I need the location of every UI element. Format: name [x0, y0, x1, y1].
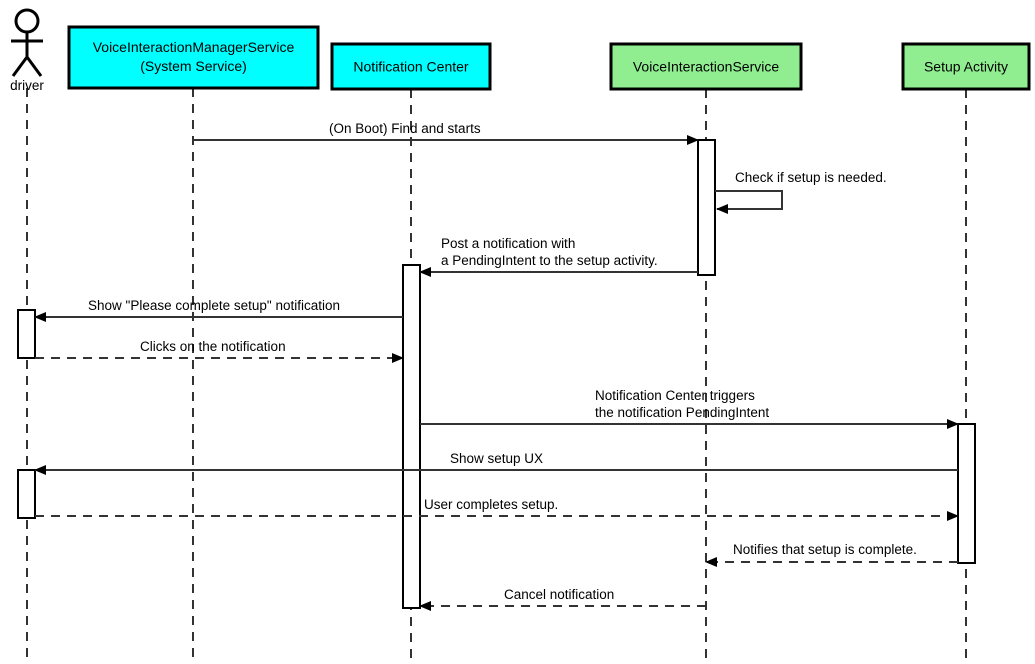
message-label: (On Boot) Find and starts	[329, 121, 481, 136]
activation-bar-driver	[17, 469, 36, 519]
message-1: (On Boot) Find and starts	[193, 121, 699, 145]
activation-bar-driver	[17, 309, 36, 359]
message-label: a PendingIntent to the setup activity.	[441, 253, 658, 268]
self-message-line	[715, 190, 783, 214]
message-label: Post a notification with	[441, 236, 575, 251]
actor-right-leg-icon	[25, 56, 43, 77]
participant-box-vis[interactable]: VoiceInteractionService	[609, 42, 803, 91]
message-5: Clicks on the notification	[35, 339, 404, 363]
participant-label: Notification Center	[353, 59, 469, 75]
actor-head-icon	[14, 8, 40, 34]
actor-driver-figure: driver	[10, 8, 44, 93]
message-3: Post a notification with a PendingIntent …	[419, 236, 698, 277]
message-8: User completes setup.	[35, 497, 959, 521]
participant-box-setup_activity[interactable]: Setup Activity	[901, 42, 1031, 91]
message-label: the notification PendingIntent	[595, 405, 769, 420]
activation-bar-setup_activity	[957, 423, 976, 564]
message-9: Notifies that setup is complete.	[705, 542, 958, 567]
message-label: Show "Please complete setup" notificatio…	[88, 298, 340, 313]
message-label: Notification Center triggers	[595, 388, 755, 403]
participant-label-line1: VoiceInteractionManagerService	[93, 39, 295, 55]
message-label: User completes setup.	[424, 497, 558, 512]
activation-bars-group	[17, 139, 976, 609]
lifelines-group	[26, 88, 967, 664]
message-6: Notification Center triggers the notifica…	[420, 388, 959, 429]
message-2: Check if setup is needed.	[715, 170, 887, 214]
message-4: Show "Please complete setup" notificatio…	[34, 298, 403, 322]
participant-boxes-group: VoiceInteractionManagerService (System Se…	[67, 25, 1031, 91]
message-label: Clicks on the notification	[140, 339, 286, 354]
message-label: Show setup UX	[450, 451, 543, 466]
participant-box-vims[interactable]: VoiceInteractionManagerService (System Se…	[67, 25, 320, 90]
participant-label-line2: (System Service)	[140, 58, 247, 74]
participant-label: VoiceInteractionService	[633, 59, 780, 75]
message-label: Check if setup is needed.	[735, 170, 887, 185]
message-label: Cancel notification	[504, 587, 614, 602]
activation-bar-notification_center	[402, 264, 421, 609]
actor-left-leg-icon	[11, 56, 29, 77]
message-10: Cancel notification	[419, 587, 706, 611]
message-7: Show setup UX	[34, 451, 958, 475]
actor-label-driver: driver	[10, 78, 44, 93]
message-label: Notifies that setup is complete.	[733, 542, 917, 557]
participant-box-notification_center[interactable]: Notification Center	[330, 42, 492, 91]
participant-label: Setup Activity	[924, 59, 1008, 75]
activation-bar-vis	[697, 139, 716, 276]
